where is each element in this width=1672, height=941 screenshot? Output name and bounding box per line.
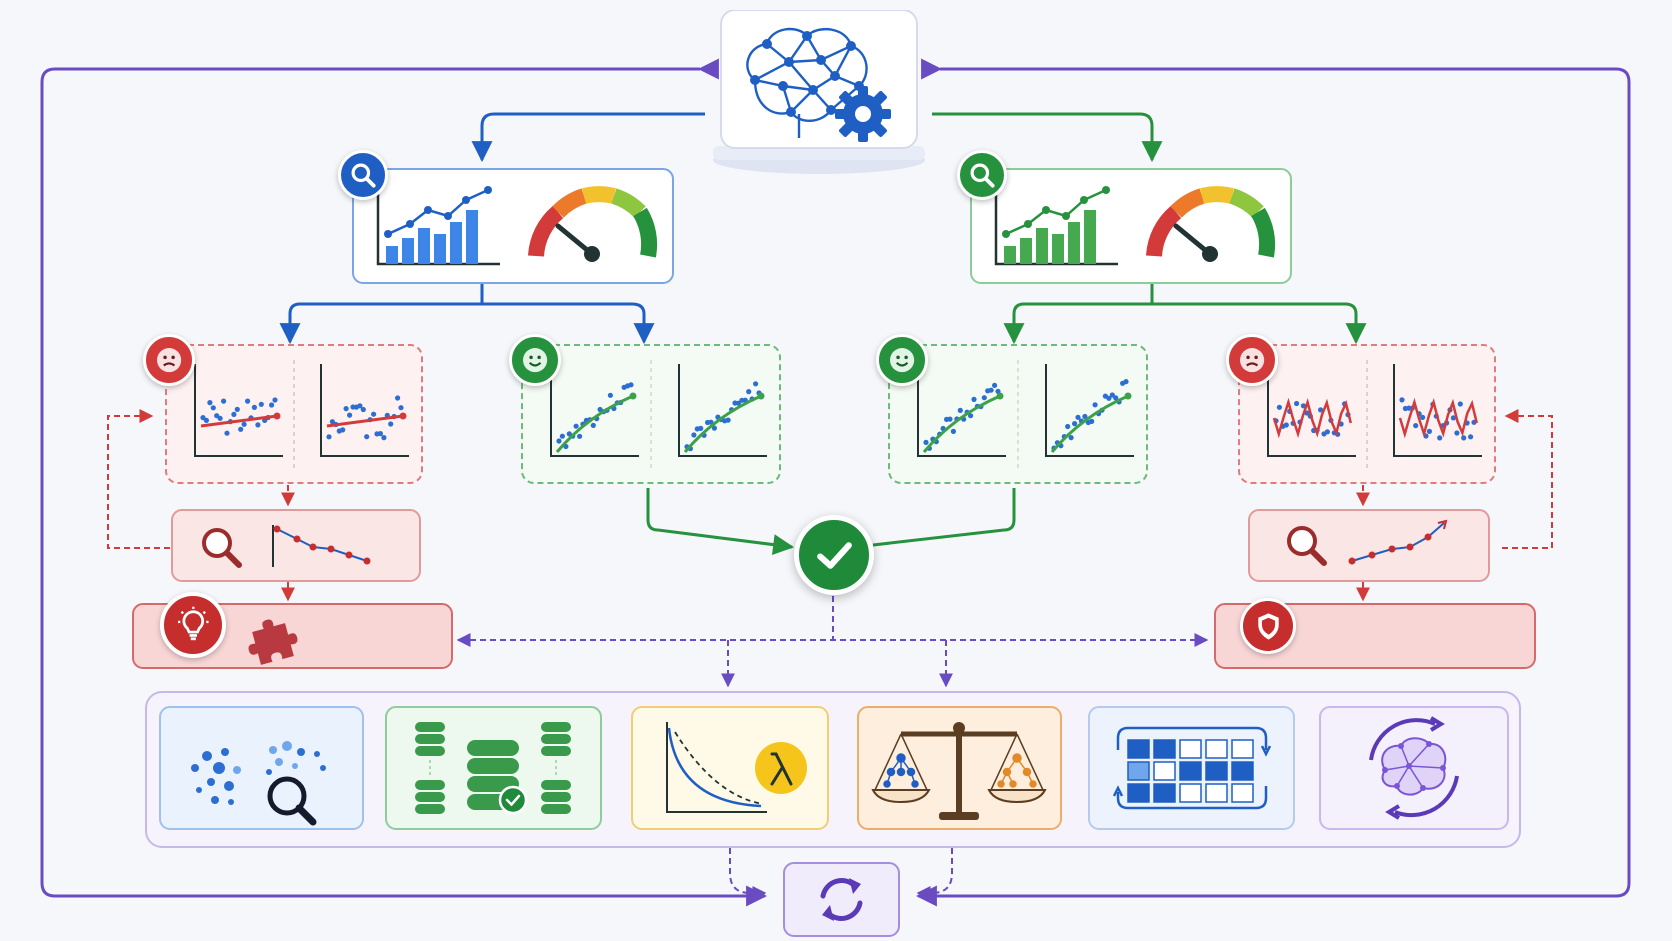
model-node: [713, 10, 925, 176]
gear-icon: [835, 86, 891, 142]
left-eval-split: [288, 284, 646, 340]
cv-cell: [1127, 761, 1150, 781]
good-fit-left-to-check: [646, 488, 795, 556]
puzzle-icon: [248, 619, 298, 665]
feature-search-icon: [191, 741, 326, 826]
check-to-techniques: [460, 596, 1205, 641]
search-icon: [970, 163, 995, 188]
right-evaluation-panel: [970, 168, 1292, 284]
magnifier-icon: [202, 528, 242, 568]
search-icon: [351, 163, 376, 188]
cv-cell: [1205, 761, 1228, 781]
overfit-shield-badge: [1240, 598, 1296, 654]
database-check-icon: [415, 722, 571, 815]
happy-face-icon: [889, 347, 915, 373]
mini-plot: [550, 364, 639, 457]
left-evaluation-panel: [352, 168, 674, 284]
mini-plot: [1393, 364, 1482, 457]
cv-cell: [1153, 739, 1176, 759]
retrain-box: [783, 862, 900, 937]
validated-check-badge: [794, 515, 874, 595]
cv-cell: [1179, 783, 1202, 803]
technique-brain-cycle: [1319, 706, 1509, 830]
overfit-panel: [1238, 344, 1496, 484]
cv-cell: [1127, 739, 1150, 759]
cv-cell: [1205, 739, 1228, 759]
technique-feature-search: [159, 706, 364, 830]
bar-line-chart-icon: [376, 186, 500, 266]
technique-cross-validation: [1088, 706, 1295, 830]
model-to-right-eval: [932, 112, 1163, 163]
cv-cell: [1231, 783, 1254, 803]
right-eval-split: [1012, 284, 1358, 340]
mini-plot: [320, 364, 409, 457]
bar-line-chart-icon: [994, 186, 1118, 266]
gauge-icon: [528, 186, 658, 262]
good-fit-right-happy-badge: [876, 334, 928, 386]
shield-icon: [1257, 612, 1279, 640]
technique-regularization: [631, 706, 829, 830]
mini-plot: [1045, 364, 1134, 457]
techniques-to-retrain-left: [729, 848, 767, 900]
technique-database-check: [385, 706, 602, 830]
good-fit-left-panel: [521, 344, 781, 484]
right-eval-search-badge: [957, 150, 1007, 200]
cv-cell: [1205, 783, 1228, 803]
cv-cell: [1231, 739, 1254, 759]
lightbulb-icon: [177, 606, 209, 640]
overfit-retry-loop: [1502, 409, 1553, 549]
underfit-panel: [165, 344, 423, 484]
cv-cell: [1153, 761, 1176, 781]
underfit-sad-badge: [143, 334, 195, 386]
underfit-diagnosis-box: [171, 509, 421, 582]
cv-cell: [1179, 761, 1202, 781]
model-to-left-eval: [471, 112, 705, 163]
happy-face-icon: [522, 347, 548, 373]
good-fit-right-panel: [888, 344, 1148, 484]
magnifier-icon: [1287, 526, 1327, 566]
underfit-lightbulb-badge: [160, 592, 226, 658]
check-icon: [816, 541, 852, 569]
mini-plot: [917, 364, 1006, 457]
mini-plot: [678, 364, 767, 457]
underfit-retry-loop: [107, 409, 170, 549]
overfit-sad-badge: [1226, 334, 1278, 386]
left-eval-search-badge: [338, 150, 388, 200]
sad-face-icon: [156, 347, 182, 373]
brain-cycle-icon: [1369, 716, 1459, 820]
cv-cell: [1127, 783, 1150, 803]
technique-balance-scale: [857, 706, 1062, 830]
good-fit-right-to-check: [872, 488, 1016, 547]
declining-curve-icon: [272, 525, 371, 567]
rising-curve-icon: [1348, 519, 1448, 565]
feedback-loop-right: [915, 58, 1631, 907]
overfit-diagnosis-box: [1248, 509, 1490, 582]
techniques-to-retrain-right: [916, 848, 953, 900]
gauge-icon: [1146, 186, 1276, 262]
cv-cell: [1153, 783, 1176, 803]
sad-face-icon: [1239, 347, 1265, 373]
cv-cell: [1179, 739, 1202, 759]
mini-plot: [194, 364, 283, 457]
good-fit-left-happy-badge: [509, 334, 561, 386]
cross-validation-grid-icon: [1112, 726, 1272, 810]
mini-plot: [1267, 364, 1356, 457]
balance-scale-trees-icon: [871, 722, 1047, 820]
feedback-loop-left: [40, 58, 768, 907]
regularization-lambda-icon: [666, 722, 807, 813]
cv-cell: [1231, 761, 1254, 781]
